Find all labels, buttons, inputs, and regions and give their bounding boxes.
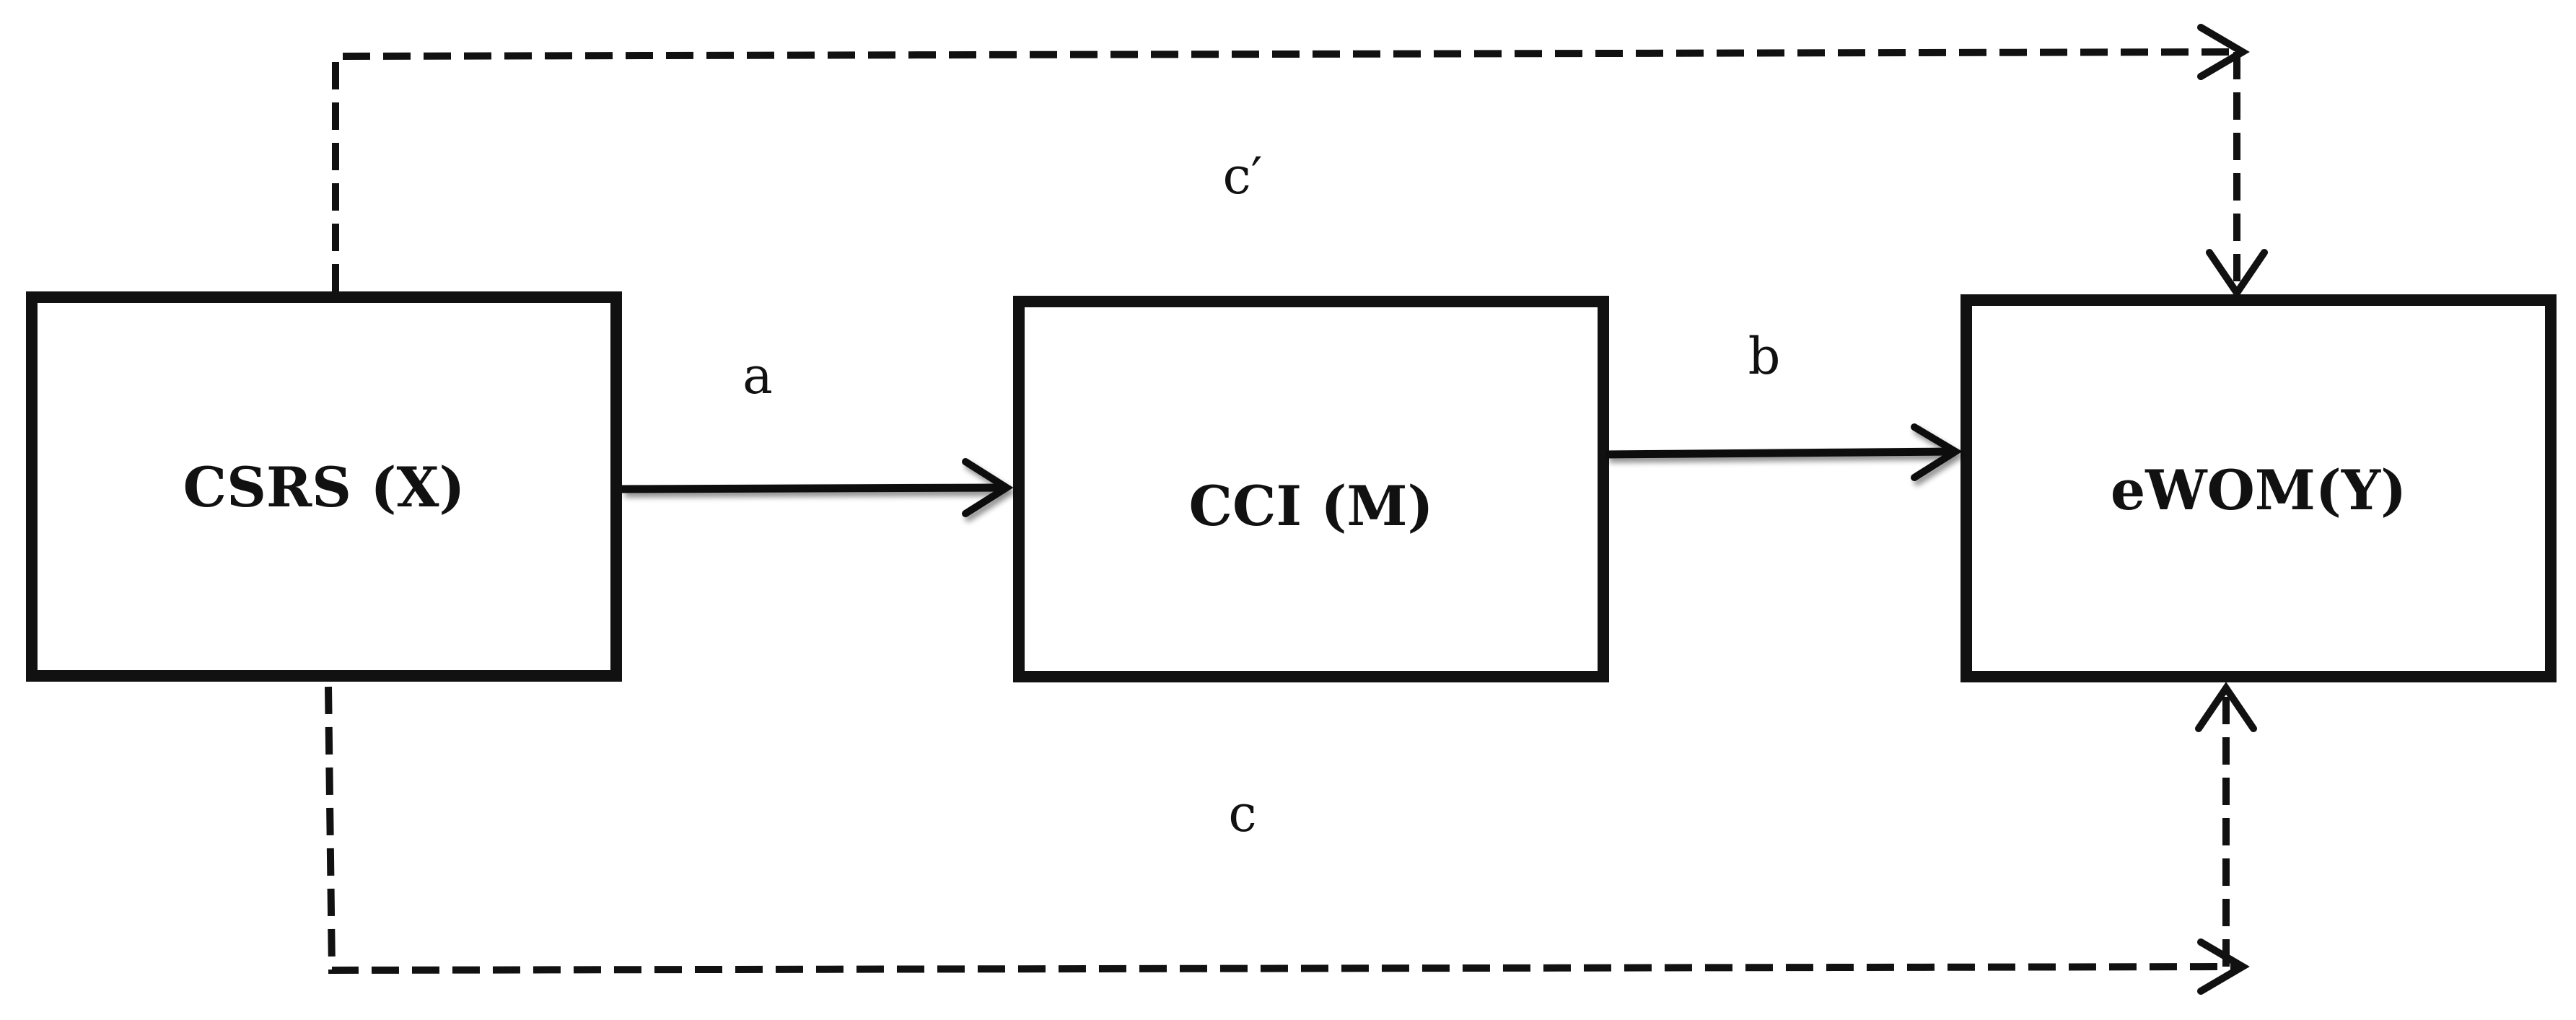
node-label-m: CCI (M) [1188, 474, 1433, 538]
path-label-a: a [742, 346, 773, 405]
path-a-arrow [621, 458, 1014, 517]
path-c-prime-arrow [332, 24, 2268, 299]
node-label-y: eWOM(Y) [2111, 458, 2406, 522]
path-c-arrow [325, 682, 2257, 995]
path-label-b: b [1748, 327, 1781, 386]
path-b-arrow [1605, 423, 1963, 481]
node-label-x: CSRS (X) [183, 455, 465, 519]
path-label-c-prime: c′ [1222, 146, 1262, 206]
path-label-c: c [1228, 784, 1256, 843]
node-box-x [26, 291, 622, 682]
node-box-y [1961, 294, 2557, 682]
node-box-m [1013, 296, 1609, 682]
